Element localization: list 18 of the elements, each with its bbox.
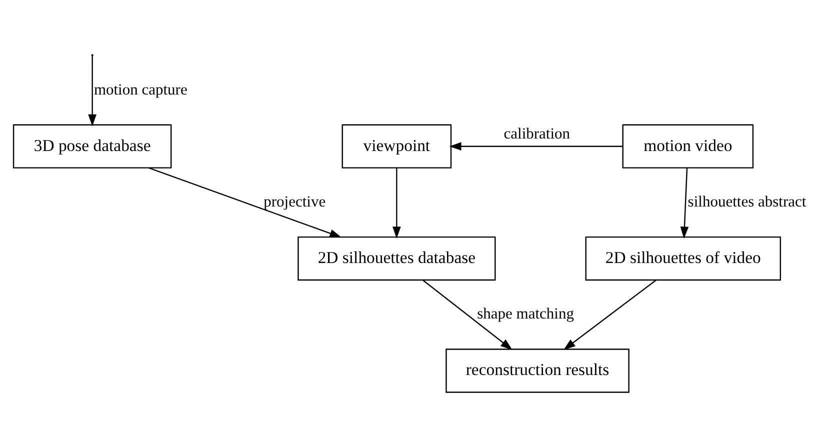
node-box: motion video — [622, 124, 754, 168]
arrow — [88, 55, 96, 126]
node-box: viewpoint — [342, 124, 452, 168]
edge-label: calibration — [504, 124, 570, 142]
node-box: 2D silhouettes database — [298, 236, 496, 280]
arrow — [422, 279, 512, 350]
node-box: 3D pose database — [12, 124, 172, 168]
edge-label: motion capture — [94, 80, 188, 98]
arrow — [680, 168, 689, 238]
edge-label: shape matching — [477, 305, 574, 322]
edge-label: projective — [264, 193, 326, 210]
arrow — [392, 168, 401, 238]
node-box: 2D silhouettes of video — [585, 236, 782, 280]
edge-label: silhouettes abstract — [688, 193, 806, 210]
node-box: reconstruction results — [446, 348, 630, 392]
arrow — [563, 279, 656, 350]
arrow — [148, 166, 342, 237]
arrow — [449, 142, 623, 150]
